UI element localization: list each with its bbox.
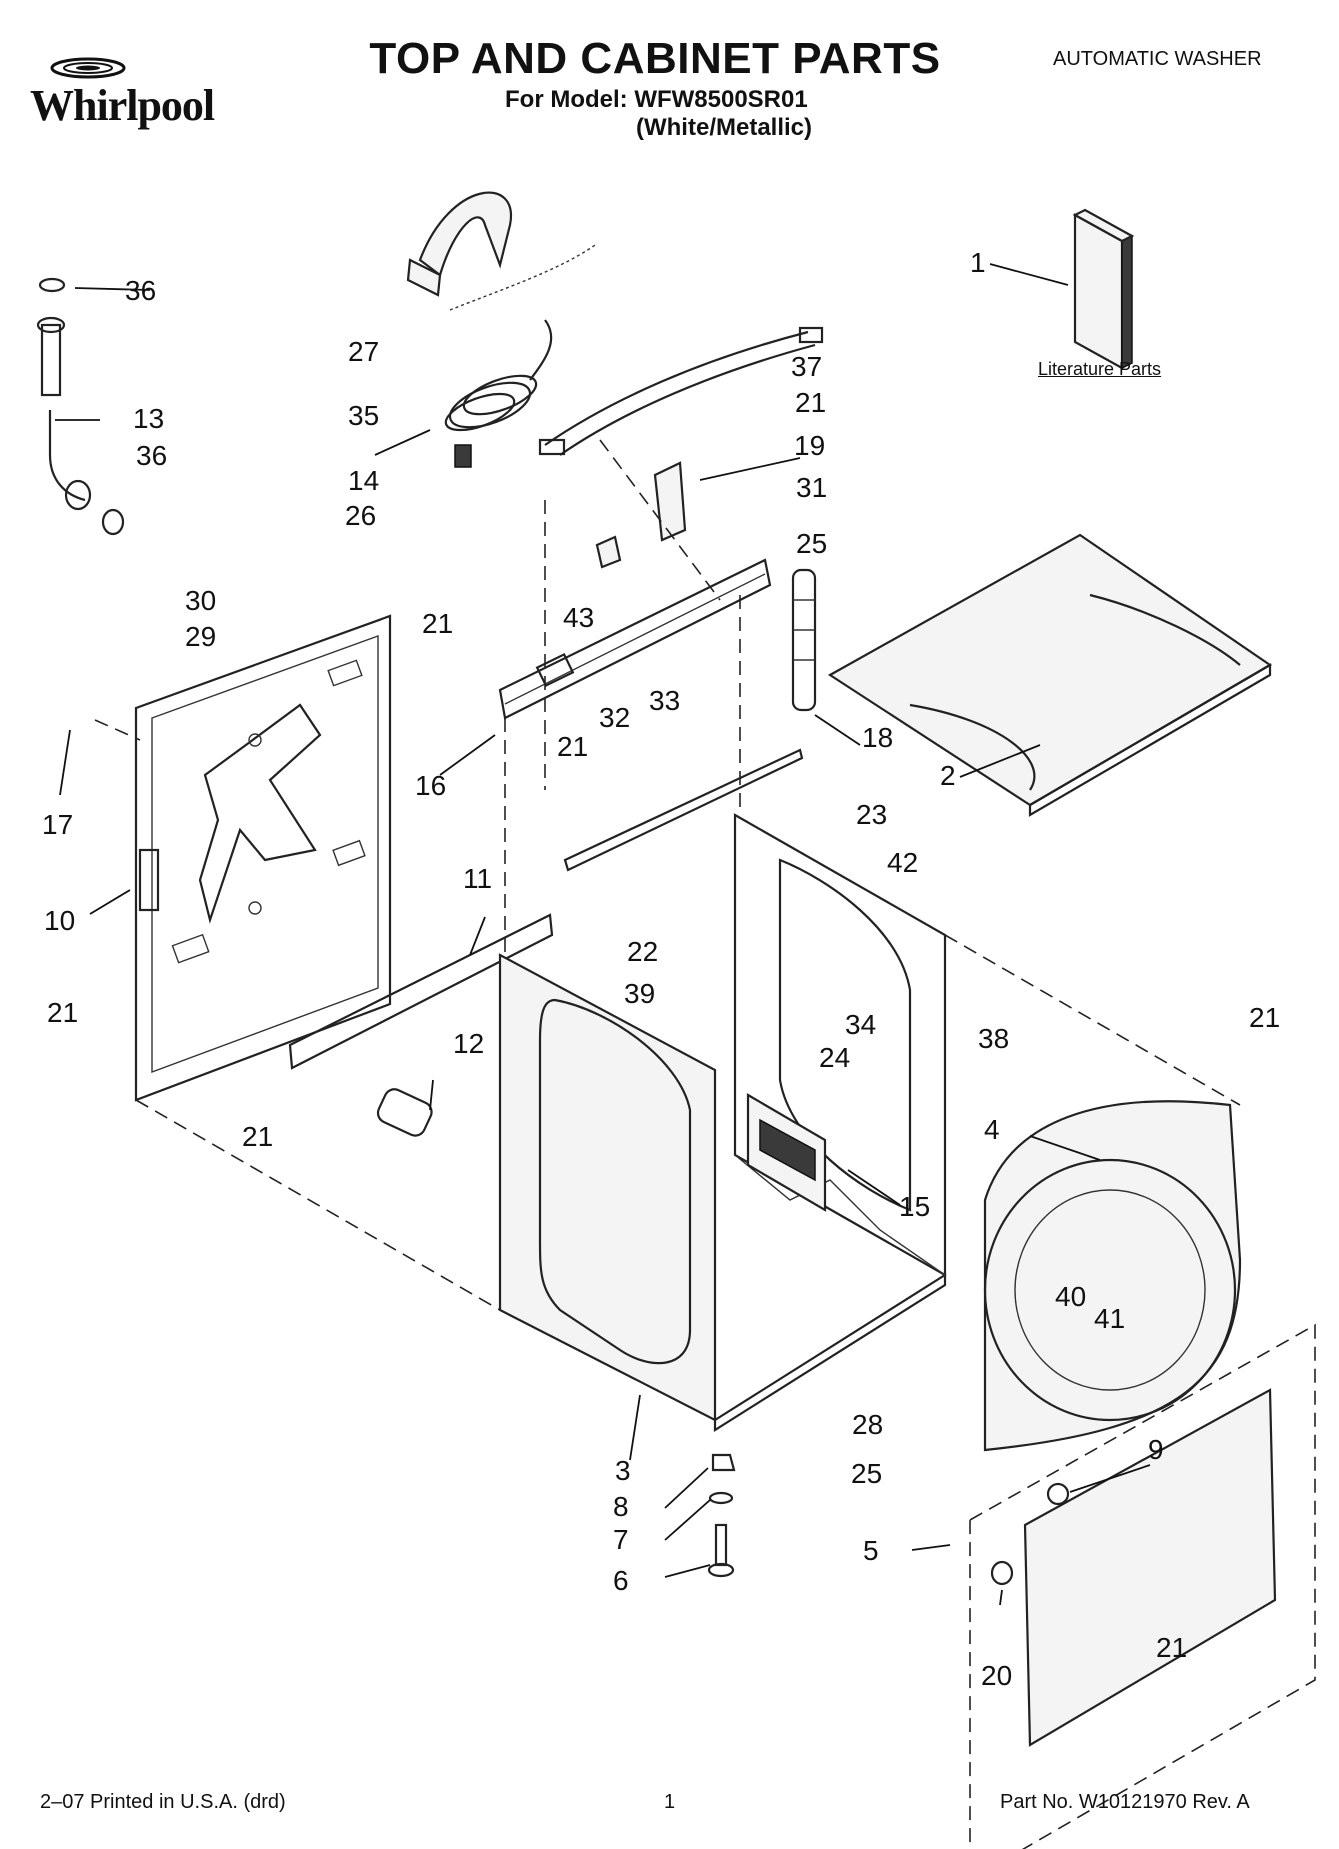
callout-21-toe: 21: [1156, 1632, 1188, 1663]
power-cord: [444, 319, 553, 468]
top-panel: [827, 533, 1273, 817]
left-side-panel: [134, 614, 392, 1102]
callout-37: 37: [791, 351, 823, 382]
callout-35: 35: [348, 400, 380, 431]
washer-36-bottom: [101, 508, 125, 536]
callout-25-top: 25: [796, 528, 828, 559]
callout-31: 31: [796, 472, 828, 503]
wire-harness: [538, 326, 824, 456]
callout-14: 14: [348, 465, 380, 496]
callout-23: 23: [856, 799, 888, 830]
leveling-leg: [707, 1453, 736, 1578]
callout-10: 10: [44, 905, 76, 936]
front-door-panel: [983, 1100, 1242, 1452]
callout-24: 24: [819, 1042, 851, 1073]
callout-19: 19: [794, 430, 826, 461]
washer-36-top: [38, 277, 66, 293]
callout-13: 13: [133, 403, 165, 434]
toe-panel: [969, 1323, 1316, 1849]
inlet-hose: [36, 316, 92, 511]
front-panel: [498, 953, 717, 1422]
callout-26: 26: [345, 500, 377, 531]
callout-42: 42: [887, 847, 919, 878]
drain-hose: [791, 568, 817, 712]
callout-40: 40: [1055, 1281, 1087, 1312]
ground-strap: [449, 244, 596, 311]
assembly-line-1: [135, 1099, 501, 1311]
callout-39: 39: [624, 978, 656, 1009]
rail-32: [563, 748, 804, 872]
footer-printed-note: 2–07 Printed in U.S.A. (drd): [40, 1791, 286, 1813]
literature-booklet: [1072, 208, 1135, 370]
callout-18: 18: [862, 722, 894, 753]
callout-4: 4: [984, 1114, 1000, 1145]
callout-21-top: 21: [795, 387, 827, 418]
callout-28: 28: [852, 1409, 884, 1440]
footer-page-number: 1: [664, 1791, 676, 1813]
callout-17: 17: [42, 809, 74, 840]
literature-parts-label: Literature Parts: [1038, 359, 1162, 379]
callout-16: 16: [415, 770, 447, 801]
callout-27: 27: [348, 336, 380, 367]
callout-43: 43: [563, 602, 595, 633]
assembly-line-2: [944, 934, 1241, 1106]
footer-part-number: Part No. W10121970 Rev. A: [1000, 1791, 1250, 1813]
callout-21-right: 21: [1249, 1002, 1281, 1033]
front-rail: [288, 913, 554, 1070]
page-title: TOP AND CABINET PARTS: [369, 34, 941, 83]
callout-1: 1: [970, 247, 986, 278]
callout-2: 2: [940, 760, 956, 791]
callout-41: 41: [1094, 1303, 1126, 1334]
callout-38: 38: [978, 1023, 1010, 1054]
callout-11: 11: [463, 863, 493, 894]
callout-33: 33: [649, 685, 681, 716]
callout-8: 8: [613, 1491, 629, 1522]
callout-15: 15: [899, 1191, 931, 1222]
bracket-19: [653, 461, 687, 542]
callout-12: 12: [453, 1028, 485, 1059]
assembly-line-7: [599, 439, 721, 601]
part-12: [376, 1088, 433, 1137]
control-module: [746, 1093, 827, 1212]
whirlpool-logo: Whirlpool: [26, 52, 256, 130]
callout-25-bottom: 25: [851, 1458, 883, 1489]
callout-22: 22: [627, 936, 659, 967]
assembly-line-6: [94, 719, 141, 741]
callout-3: 3: [615, 1455, 631, 1486]
brand-name: Whirlpool: [30, 81, 215, 130]
model-line: For Model: WFW8500SR01: [505, 86, 808, 113]
callout-36-top: 36: [125, 275, 157, 306]
callout-32: 32: [599, 702, 631, 733]
callout-9: 9: [1148, 1434, 1164, 1465]
leader-lines: [55, 263, 1151, 1606]
callout-6: 6: [613, 1565, 629, 1596]
callout-30: 30: [185, 585, 217, 616]
strain-relief-bracket: [406, 191, 513, 297]
callout-29: 29: [185, 621, 217, 652]
callout-21-rail: 21: [557, 731, 589, 762]
document-type: AUTOMATIC WASHER: [1053, 48, 1262, 70]
variant-line: (White/Metallic): [636, 114, 813, 141]
callout-21-left: 21: [47, 997, 79, 1028]
callout-20: 20: [981, 1660, 1013, 1691]
clip-43: [595, 535, 622, 569]
callout-36-bottom: 36: [136, 440, 168, 471]
callout-21-front: 21: [242, 1121, 274, 1152]
callout-34: 34: [845, 1009, 877, 1040]
callout-21-bracket: 21: [422, 608, 454, 639]
rear-top-bracket: [498, 558, 772, 720]
callout-5: 5: [863, 1535, 879, 1566]
logo-swoosh-icon: [50, 57, 126, 79]
callout-7: 7: [613, 1524, 629, 1555]
